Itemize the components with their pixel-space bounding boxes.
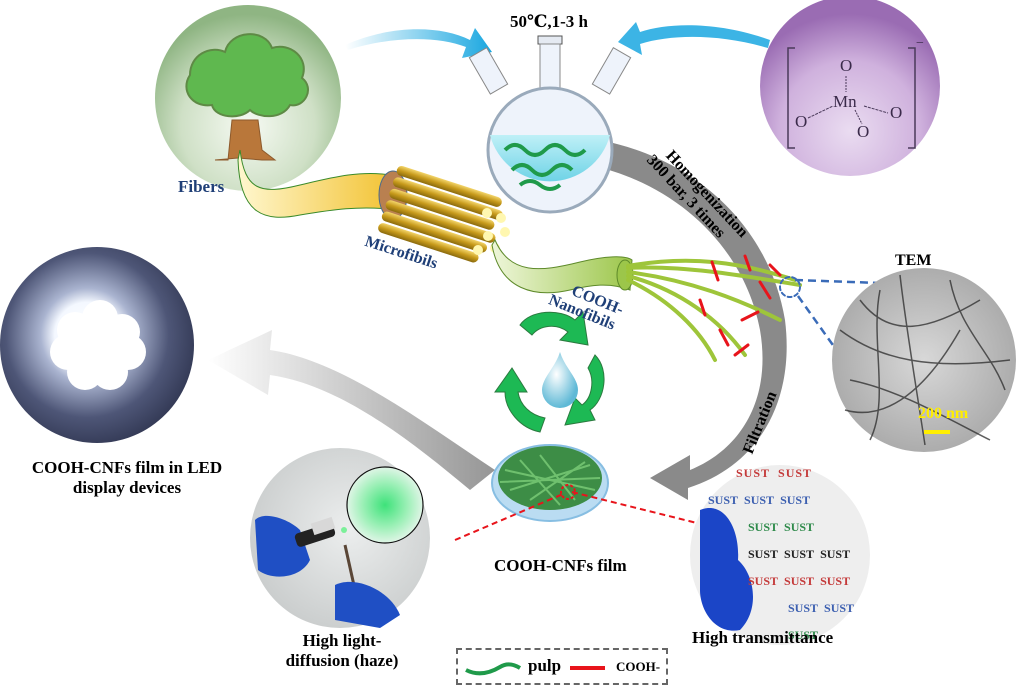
sust-label: SUST <box>784 574 815 588</box>
sust-label: SUST <box>744 493 775 507</box>
sust-label: SUST <box>736 466 771 480</box>
scale-bar-label: 200 nm <box>918 405 969 422</box>
process-arrow-right <box>590 140 787 500</box>
film-connectors <box>454 491 706 541</box>
tem-connector <box>794 278 881 349</box>
led-label-line1: COOH-CNFs film in LED <box>31 458 223 477</box>
sust-label: SUST <box>748 520 779 534</box>
haze-label-line1: High light- <box>302 631 382 650</box>
transmittance-label: High transmittance <box>692 628 834 647</box>
sust-label: SUST <box>784 520 815 534</box>
charge-sign: − <box>916 36 924 51</box>
legend-pulp-label: pulp <box>528 656 562 675</box>
haze-label-line2: diffusion (haze) <box>285 651 399 670</box>
recycle-icon <box>494 310 605 433</box>
sust-label: SUST <box>708 493 739 507</box>
tem-image <box>832 268 1016 452</box>
nanofibril-band <box>491 238 633 294</box>
fibers-label: Fibers <box>178 177 225 196</box>
three-neck-flask <box>468 35 632 214</box>
sust-label: SUST <box>778 466 813 480</box>
led-label: COOH-CNFs film in LED display devices <box>2 458 252 498</box>
sust-label: SUST <box>824 601 855 615</box>
legend-pulp-swatch <box>465 662 522 676</box>
microfibril-bundle <box>378 166 510 263</box>
o-atom-top: O <box>840 56 853 75</box>
permanganate-structure <box>760 0 940 176</box>
sust-label: SUST <box>780 493 811 507</box>
film-label: COOH-CNFs film <box>494 556 627 575</box>
sust-label: SUST <box>820 547 851 561</box>
sust-label: SUST <box>820 574 851 588</box>
cooh-nanofibrils <box>626 254 802 362</box>
o-atom-right: O <box>890 103 903 122</box>
haze-demo-image <box>250 448 430 628</box>
haze-label: High light- diffusion (haze) <box>262 631 422 671</box>
cnf-film <box>491 444 609 522</box>
tem-label: TEM <box>895 252 932 269</box>
sust-label: SUST <box>748 574 779 588</box>
tree-image <box>155 5 341 191</box>
led-label-line2: display devices <box>72 478 182 497</box>
o-atom-left: O <box>795 112 808 131</box>
reaction-condition: 50℃,1-3 h <box>510 12 588 31</box>
sust-grid: SUST SUST SUST SUST SUST SUST SUST SUST … <box>708 460 868 642</box>
sust-label: SUST <box>784 547 815 561</box>
sust-label: SUST <box>788 628 819 642</box>
legend: pulp COOH- <box>456 648 668 685</box>
led-display-image <box>0 247 194 443</box>
arrow-tree-to-flask <box>345 28 492 58</box>
arrow-permanganate-to-flask <box>618 22 770 55</box>
sust-label: SUST <box>788 601 819 615</box>
process-arrow-left <box>208 330 495 490</box>
legend-cooh-label: COOH- <box>616 659 661 674</box>
transmittance-demo-image <box>690 465 870 645</box>
o-atom-bottom: O <box>857 122 870 141</box>
mn-atom: Mn <box>833 92 857 111</box>
water-drop-icon <box>542 352 578 408</box>
sust-label: SUST <box>748 547 779 561</box>
